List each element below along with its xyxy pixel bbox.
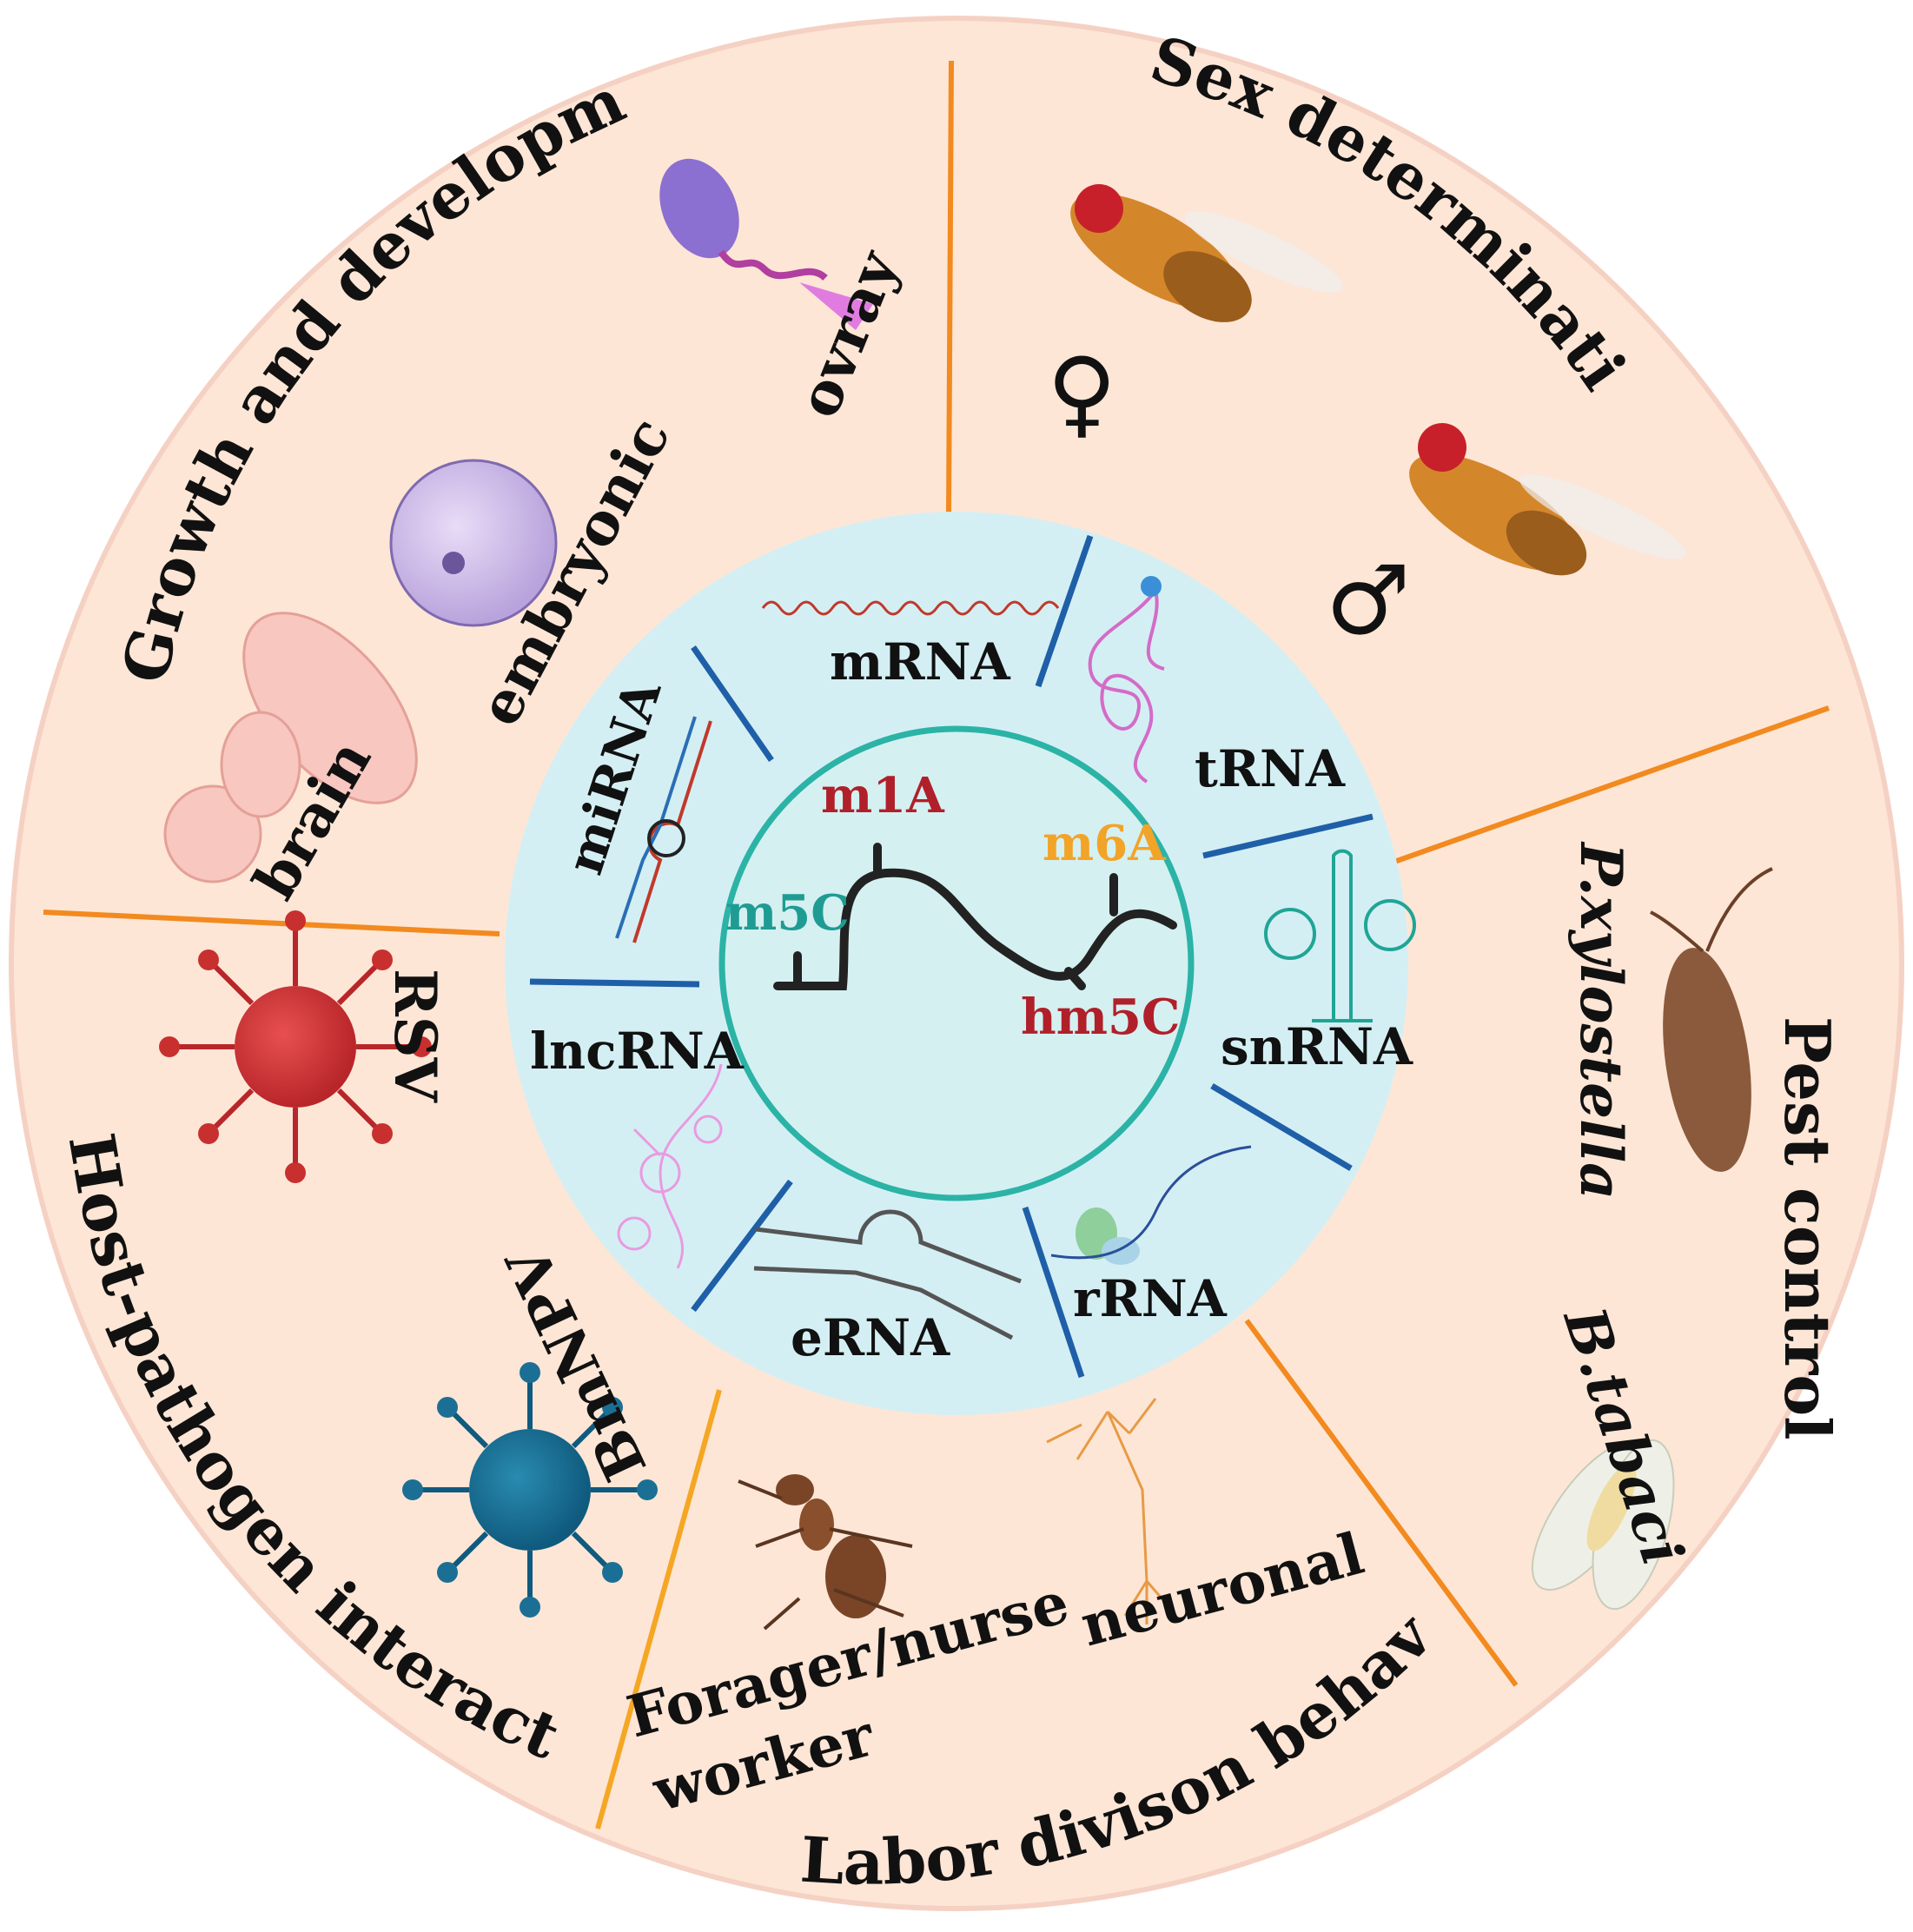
- male-fly-icon: [1409, 423, 1686, 576]
- erna-ladder-icon: [753, 1209, 1022, 1340]
- rna-label-lncRNA: lncRNA: [530, 1022, 745, 1081]
- divider-labor-host: [595, 1389, 722, 1829]
- bmnpv-virus-icon: [402, 1362, 658, 1618]
- rna-strand-icon: [773, 843, 1177, 990]
- inner-divider: [1022, 1206, 1085, 1379]
- rna-label-mRNA: mRNA: [830, 632, 1011, 691]
- rna-label-eRNA: eRNA: [791, 1308, 950, 1367]
- trna-head-icon: [1141, 576, 1162, 597]
- inner-divider: [1035, 534, 1094, 688]
- divider-pest-labor: [1244, 1319, 1519, 1687]
- rna-label-tRNA: tRNA: [1195, 739, 1346, 798]
- whitefly-icon: [1531, 1439, 1675, 1611]
- divider-sex-pest: [1393, 705, 1830, 864]
- host-item-rsv: RSV: [381, 969, 449, 1104]
- lncrna-structure-icon: [617, 1063, 723, 1269]
- rsv-virus-icon: [159, 910, 432, 1183]
- inner-circle: [718, 725, 1195, 1201]
- inner-divider: [1210, 1082, 1353, 1172]
- neuron-icon: [1046, 1398, 1175, 1624]
- pest-species-pxylostella: P.xylostella: [1567, 841, 1635, 1200]
- inner-divider: [529, 978, 700, 988]
- mrna-squiggle-icon: [761, 600, 1060, 616]
- brain-icon: [163, 612, 418, 883]
- rna-label-snRNA: snRNA: [1221, 1017, 1413, 1076]
- mod-label-m6A: m6A: [1043, 815, 1167, 872]
- inner-divider: [691, 1179, 793, 1313]
- female-fly-icon: [1070, 184, 1344, 322]
- snrna-structure-icon: [1264, 849, 1416, 1022]
- mod-label-m5C: m5C: [725, 884, 850, 942]
- ovary-icon: [659, 158, 873, 330]
- embryo-nucleus-icon: [442, 552, 465, 574]
- male-symbol-icon: ♂: [1325, 545, 1411, 657]
- trna-structure-icon: [1088, 589, 1165, 784]
- moth-icon: [1650, 867, 1773, 1172]
- mod-label-m1A: m1A: [821, 767, 945, 824]
- rna-label-rRNA: rRNA: [1073, 1269, 1228, 1328]
- female-symbol-icon: ♀: [1047, 336, 1116, 448]
- divider-host-growth: [43, 910, 500, 936]
- mirna-hairpin-icon: [615, 716, 712, 943]
- ant-icon: [738, 1474, 913, 1631]
- inner-divider: [691, 645, 774, 762]
- inner-divider: [1202, 813, 1374, 859]
- divider-growth-sex: [946, 60, 954, 513]
- sector-title-pest: Pest control: [1771, 1016, 1844, 1440]
- mod-label-hm5C: hm5C: [1021, 989, 1181, 1046]
- rrna-strand-icon: [1050, 1145, 1252, 1260]
- embryo-cell-icon: [389, 459, 558, 627]
